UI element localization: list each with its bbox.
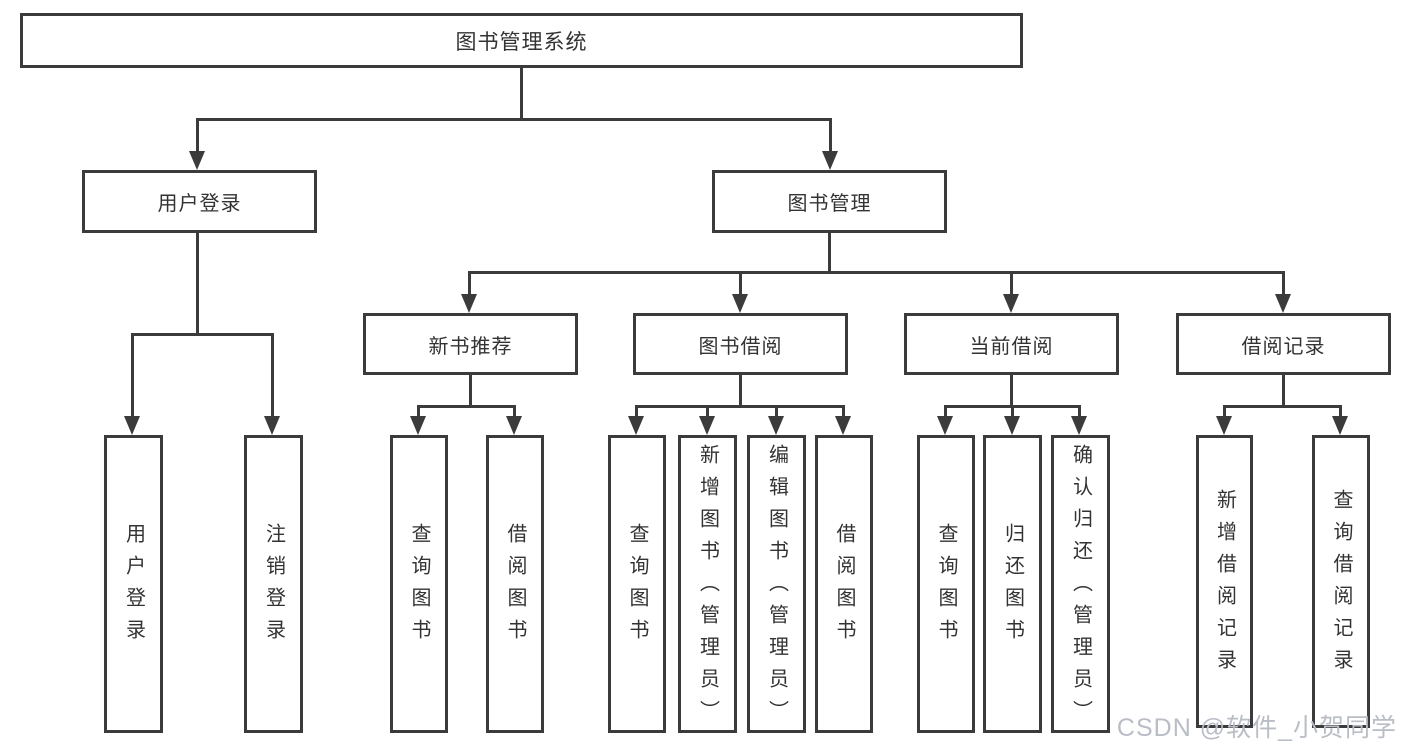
leaf-confirm-return-admin: 确认归还（管理员） [1051, 435, 1110, 733]
connector-line [468, 271, 471, 297]
connector-line [1078, 405, 1081, 418]
connector-line [196, 118, 199, 154]
leaf-logout: 注销登录 [244, 435, 303, 733]
connector-line [417, 405, 420, 418]
connector-line [944, 405, 947, 418]
arrowhead-icon [264, 416, 280, 435]
arrowhead-icon [1216, 416, 1232, 435]
csdn-watermark: CSDN @软件_小贺同学 [1116, 714, 1397, 742]
connector-line [131, 333, 134, 417]
connector-line [1010, 271, 1013, 297]
connector-line [520, 68, 523, 120]
arrowhead-icon [628, 416, 644, 435]
connector-line [775, 405, 778, 418]
arrowhead-icon [1004, 416, 1020, 435]
arrowhead-icon [1275, 294, 1291, 313]
arrowhead-icon [410, 416, 426, 435]
arrowhead-icon [189, 151, 205, 170]
connector-line [1339, 405, 1342, 418]
node-borrowing-records: 借阅记录 [1176, 313, 1391, 375]
leaf-return-books: 归还图书 [983, 435, 1042, 733]
connector-line [468, 271, 1285, 274]
leaf-user-login: 用户登录 [104, 435, 163, 733]
connector-line [706, 405, 709, 418]
connector-line [513, 405, 516, 418]
connector-line [1282, 375, 1285, 408]
connector-line [1010, 375, 1013, 408]
arrowhead-icon [835, 416, 851, 435]
arrowhead-icon [124, 416, 140, 435]
arrowhead-icon [822, 151, 838, 170]
node-new-book-recommend: 新书推荐 [363, 313, 578, 375]
connector-line [469, 375, 472, 408]
leaf-query-books-borrow: 查询图书 [608, 435, 666, 733]
connector-line [1223, 405, 1226, 418]
connector-line [828, 233, 831, 273]
connector-line [635, 405, 638, 418]
arrowhead-icon [506, 416, 522, 435]
connector-line [829, 118, 832, 154]
arrowhead-icon [937, 416, 953, 435]
leaf-query-books-recommend: 查询图书 [390, 435, 448, 733]
leaf-add-borrow-record: 新增借阅记录 [1196, 435, 1253, 728]
connector-line [739, 375, 742, 408]
arrowhead-icon [1003, 294, 1019, 313]
arrowhead-icon [732, 294, 748, 313]
connector-line [196, 233, 199, 335]
leaf-borrow-books-recommend: 借阅图书 [486, 435, 544, 733]
arrowhead-icon [1332, 416, 1348, 435]
connector-line [1223, 405, 1342, 408]
leaf-query-borrow-record: 查询借阅记录 [1312, 435, 1370, 728]
arrowhead-icon [1071, 416, 1087, 435]
node-root-library-system: 图书管理系统 [20, 13, 1023, 68]
connector-line [1282, 271, 1285, 297]
node-user-login: 用户登录 [82, 170, 317, 233]
node-current-borrowing: 当前借阅 [904, 313, 1119, 375]
arrowhead-icon [699, 416, 715, 435]
node-book-management: 图书管理 [712, 170, 947, 233]
arrowhead-icon [768, 416, 784, 435]
connector-line [131, 333, 274, 336]
node-book-borrowing: 图书借阅 [633, 313, 848, 375]
connector-line [1011, 405, 1014, 418]
connector-line [417, 405, 516, 408]
connector-line [271, 333, 274, 417]
leaf-borrow-books: 借阅图书 [815, 435, 873, 733]
leaf-add-books-admin: 新增图书（管理员） [678, 435, 737, 733]
leaf-query-books-current: 查询图书 [917, 435, 975, 733]
leaf-edit-books-admin: 编辑图书（管理员） [747, 435, 806, 733]
connector-line [739, 271, 742, 297]
arrowhead-icon [461, 294, 477, 313]
connector-line [842, 405, 845, 418]
connector-line [635, 405, 845, 408]
connector-line [196, 118, 832, 121]
